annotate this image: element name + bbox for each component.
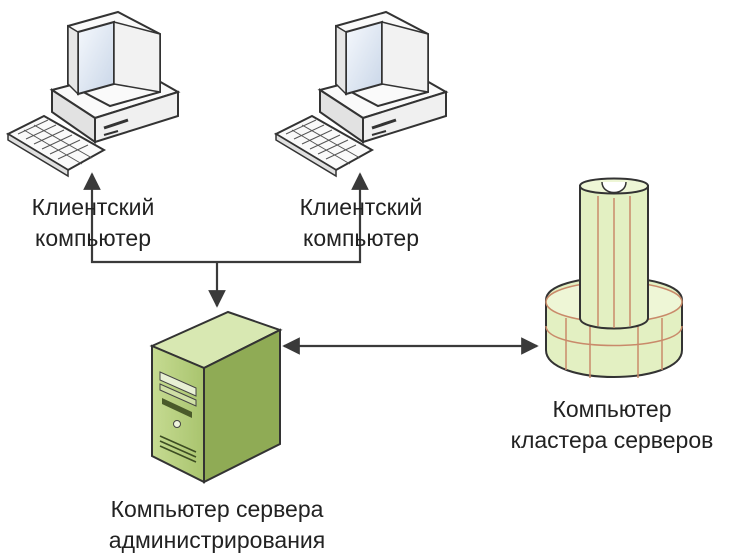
admin-server-label-line2: администрирования xyxy=(108,527,326,553)
server-cluster-icon xyxy=(545,177,683,378)
cluster-label-line2: кластера серверов xyxy=(510,427,714,453)
client-left-label-line2: компьютер xyxy=(35,225,151,251)
client-right-label-line2: компьютер xyxy=(303,225,419,251)
client-right-label-line1: Клиентский xyxy=(299,194,423,220)
client-left-label-line1: Клиентский xyxy=(31,194,155,220)
link-admin-to-client-right xyxy=(217,172,369,264)
link-admin-to-client-left xyxy=(83,172,217,264)
client-left-label: Клиентский компьютер xyxy=(8,192,178,254)
admin-server-label-line1: Компьютер сервера xyxy=(110,496,324,522)
admin-server-label: Компьютер сервера администрирования xyxy=(78,494,356,556)
tower-server-icon xyxy=(149,310,283,484)
cluster-label: Компьютер кластера серверов xyxy=(488,394,736,456)
desktop-computer-icon xyxy=(273,10,449,178)
cluster-label-line1: Компьютер xyxy=(552,396,672,422)
connection-lines xyxy=(83,172,539,355)
client-right-label: Клиентский компьютер xyxy=(276,192,446,254)
desktop-computer-icon xyxy=(5,10,181,178)
